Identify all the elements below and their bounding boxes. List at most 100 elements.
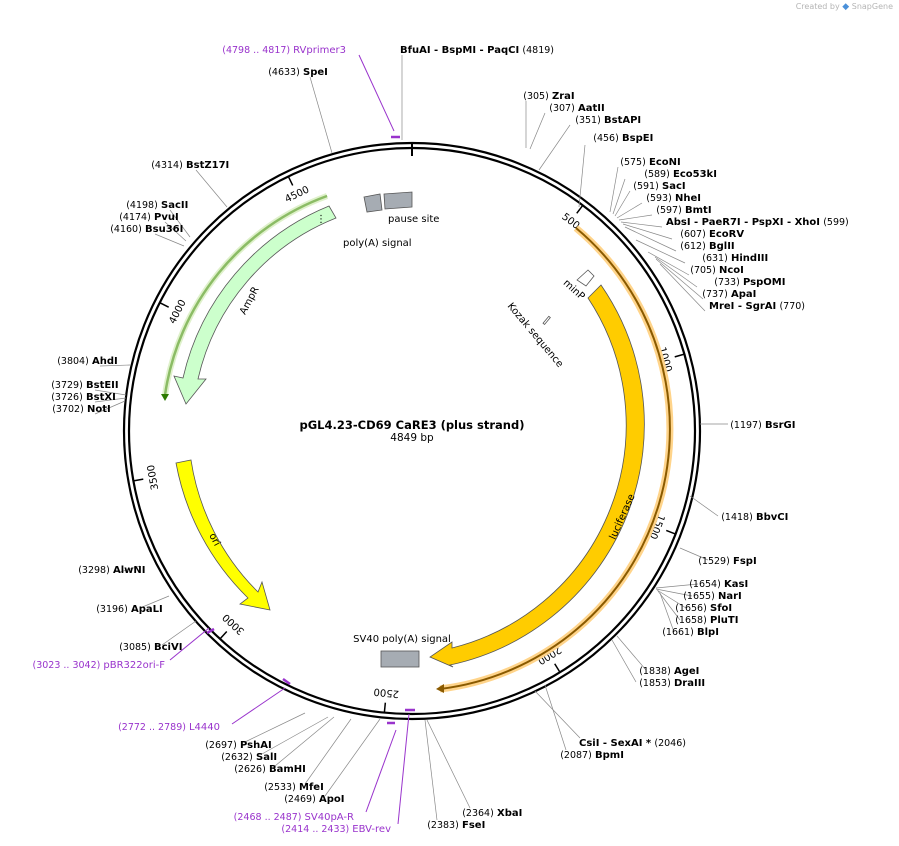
enzyme-leader-line [94,400,126,415]
enzyme-leader-line [689,495,719,517]
luciferase-orf-arrowhead [436,684,444,693]
primer-leader-line [358,54,395,132]
enzyme-leader-line [195,169,228,208]
enzyme-label: CsiI - SexAI * (2046) [579,738,686,750]
enzyme-leader-line [424,719,438,821]
enzyme-position: (2364) [462,808,494,819]
enzyme-label: (456) BspEI [593,133,653,145]
enzyme-leader-line [304,718,352,785]
enzyme-label: (631) HindIII [702,253,768,265]
enzyme-name: BfuAI - BspMI - PaqCI [400,45,519,56]
enzyme-position: (4198) [126,200,158,211]
enzyme-name: BamHI [269,764,306,775]
enzyme-name: FspI [733,556,757,567]
enzyme-label: (2626) BamHI [234,764,306,776]
primer-name: pBR322ori-F [103,660,165,671]
primer-label: (4798 .. 4817) RVprimer3 [222,45,346,57]
enzyme-label: (4174) PvuI [119,212,178,224]
enzyme-label: (2087) BpmI [560,750,624,762]
enzyme-label: AbsI - PaeR7I - PspXI - XhoI (599) [666,217,849,229]
enzyme-name: MreI - SgrAI [709,301,776,312]
enzyme-name: DraIII [674,678,705,689]
enzyme-name: Bsu36I [145,224,183,235]
enzyme-leader-line [426,719,471,809]
enzyme-position: (4314) [151,160,183,171]
enzyme-position: (307) [549,103,575,114]
enzyme-label: (3702) NotI [52,404,111,416]
enzyme-position: (589) [644,169,670,180]
enzyme-position: (351) [575,115,601,126]
enzyme-leader-line [659,592,675,633]
scale-tick-mark [665,529,676,535]
enzyme-name: AlwNI [113,565,146,576]
enzyme-name: AbsI - PaeR7I - PspXI - XhoI [666,217,820,228]
enzyme-position: (737) [702,289,728,300]
enzyme-leader-line [624,226,677,252]
enzyme-label: (307) AatII [549,103,604,115]
enzyme-label: (1656) SfoI [675,603,732,615]
enzyme-label: (4314) BstZ17I [151,160,229,172]
enzyme-leader-line [538,124,571,171]
enzyme-name: NheI [675,193,701,204]
scale-tick-mark [554,663,561,673]
primer-name: EBV-rev [352,824,391,835]
enzyme-name: SacII [161,200,188,211]
ampr-feature [173,205,337,405]
enzyme-name: EcoNI [649,157,681,168]
enzyme-name: PshAI [240,740,272,751]
enzyme-position: (3085) [119,642,151,653]
minp-feature [576,269,595,287]
pause-site-label: pause site [388,214,439,225]
scale-tick-mark [576,204,584,214]
map-length: 4849 bp [390,432,434,444]
enzyme-label: (1197) BsrGI [730,420,795,432]
enzyme-position: (1655) [683,591,715,602]
enzyme-position: (1656) [675,603,707,614]
enzyme-label: (2469) ApoI [284,794,344,806]
enzyme-label: (1418) BbvCI [721,512,788,524]
enzyme-name: AgeI [674,666,699,677]
enzyme-label: (705) NcoI [690,265,744,277]
enzyme-name: BstZ17I [186,160,229,171]
enzyme-position: (575) [620,157,646,168]
enzyme-position: (1654) [689,579,721,590]
enzyme-label: (593) NheI [646,193,701,205]
enzyme-leader-line [656,589,687,609]
enzyme-position: (591) [633,181,659,192]
primer-site-mark [206,627,215,635]
scale-tick-mark [287,176,294,186]
enzyme-position: (2046) [654,738,686,749]
enzyme-label: (2533) MfeI [264,782,324,794]
enzyme-name: ApoI [319,794,345,805]
enzyme-position: (3729) [51,380,83,391]
snapgene-logo-icon: ◆ [842,2,850,12]
enzyme-leader-line [169,209,191,238]
enzyme-position: (2533) [264,782,296,793]
enzyme-leader-line [94,389,127,396]
enzyme-position: (1853) [639,678,671,689]
enzyme-name: AhdI [92,356,118,367]
enzyme-leader-line [655,583,699,589]
primer-site-mark [282,677,291,686]
ampr-label: AmpR [238,285,262,317]
enzyme-label: (2383) FseI [427,820,485,832]
enzyme-name: HindIII [731,253,768,264]
enzyme-name: CsiI - SexAI * [579,738,652,749]
enzyme-leader-line [655,588,693,597]
luciferase-feature [429,284,645,668]
enzyme-leader-line [161,620,197,646]
enzyme-position: (2383) [427,820,459,831]
primer-range: (2468 .. 2487) [234,812,305,823]
scale-tick-mark [133,478,144,482]
enzyme-position: (4633) [268,67,300,78]
enzyme-name: PluTI [710,615,738,626]
primer-label: (2414 .. 2433) EBV-rev [281,824,391,836]
polya-signal-label: poly(A) signal [343,238,412,249]
enzyme-leader-line [274,716,335,767]
kozak-feature [542,315,551,326]
enzyme-name: BsrGI [765,420,795,431]
enzyme-leader-line [324,718,381,797]
enzyme-position: (1197) [730,420,762,431]
primer-range: (2772 .. 2789) [118,722,189,733]
enzyme-leader-line [620,221,663,228]
